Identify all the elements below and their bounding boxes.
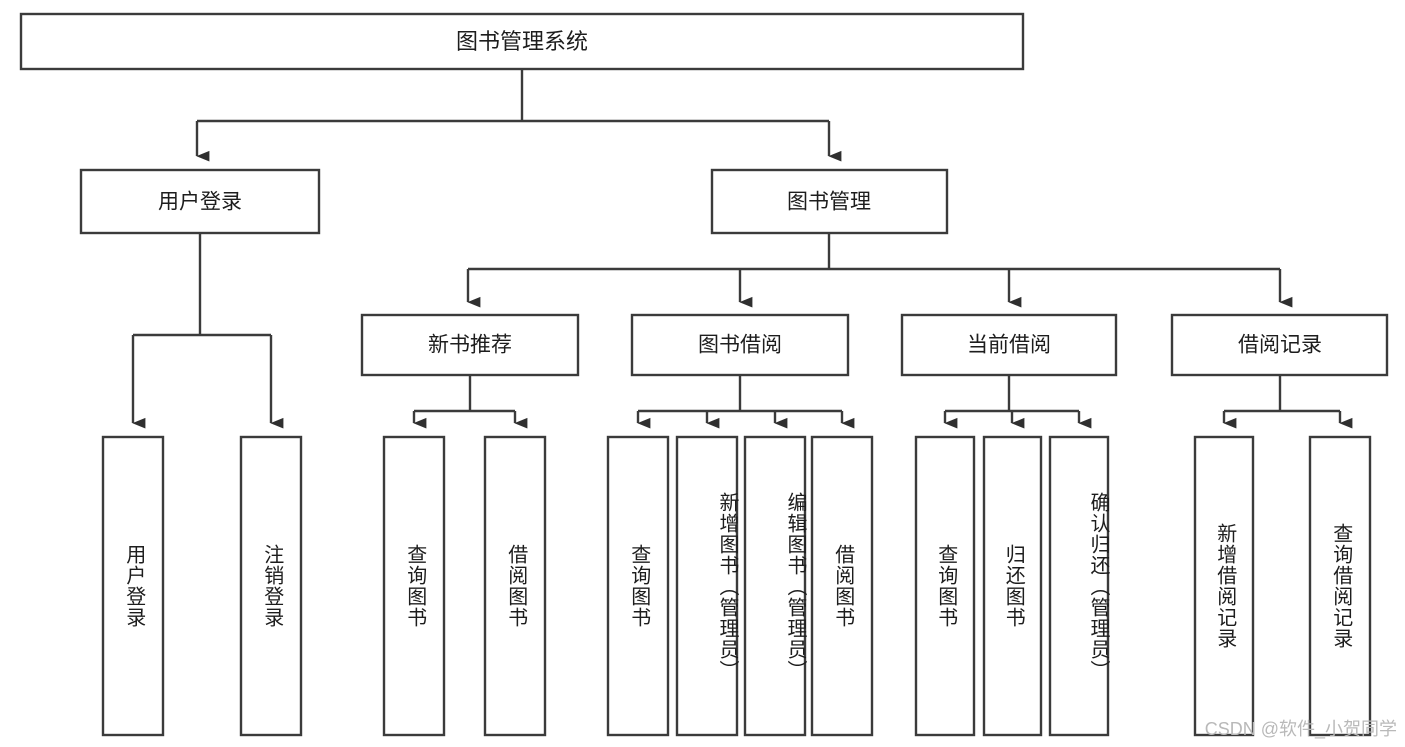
csdn-watermark: CSDN @软件_小贺同学 <box>1204 719 1397 739</box>
node-book-borrowing-label: 图书借阅 <box>698 334 782 357</box>
node-root-label: 图书管理系统 <box>456 29 588 54</box>
leaf-box-query-books-current[interactable] <box>914 435 976 737</box>
node-book-management[interactable]: 图书管理 <box>710 168 949 235</box>
node-current-borrowing[interactable]: 当前借阅 <box>900 313 1118 377</box>
leaf-box-confirm-return-admin[interactable] <box>1048 435 1110 737</box>
node-user-login[interactable]: 用户登录 <box>79 168 321 235</box>
connector-book-borrowing-to-leaves <box>636 375 855 429</box>
leaf-box-query-books-recommendation[interactable] <box>382 435 446 737</box>
leaf-box-borrow-books-borrowing[interactable] <box>810 435 874 737</box>
leaf-box-query-borrow-record[interactable] <box>1308 435 1372 737</box>
node-root[interactable]: 图书管理系统 <box>19 12 1025 71</box>
leaf-box-add-borrow-record[interactable] <box>1193 435 1255 737</box>
leaf-box-edit-book-admin[interactable] <box>743 435 807 737</box>
node-new-book-recommendation-label: 新书推荐 <box>428 334 512 357</box>
leaf-box-query-books-borrowing[interactable] <box>606 435 670 737</box>
node-book-borrowing[interactable]: 图书借阅 <box>630 313 850 377</box>
connector-new-book-recommendation-to-leaves <box>412 375 528 429</box>
leaf-box-add-book-admin[interactable] <box>675 435 739 737</box>
leaf-box-return-books[interactable] <box>982 435 1043 737</box>
node-user-login-label: 用户登录 <box>158 191 242 214</box>
connector-user-login-to-leaves <box>131 233 284 429</box>
leaf-box-borrow-books-recommendation[interactable] <box>483 435 547 737</box>
connector-current-borrowing-to-leaves <box>943 375 1092 429</box>
node-current-borrowing-label: 当前借阅 <box>967 334 1051 357</box>
node-new-book-recommendation[interactable]: 新书推荐 <box>360 313 580 377</box>
connector-book-management-to-level3 <box>466 233 1293 308</box>
leaf-box-user-login[interactable] <box>101 435 165 737</box>
node-borrowing-record[interactable]: 借阅记录 <box>1170 313 1389 377</box>
connector-root-to-level2 <box>195 69 842 162</box>
node-borrowing-record-label: 借阅记录 <box>1238 334 1322 357</box>
leaf-box-logout[interactable] <box>239 435 303 737</box>
connector-borrowing-record-to-leaves <box>1222 375 1353 429</box>
node-book-management-label: 图书管理 <box>787 191 871 214</box>
